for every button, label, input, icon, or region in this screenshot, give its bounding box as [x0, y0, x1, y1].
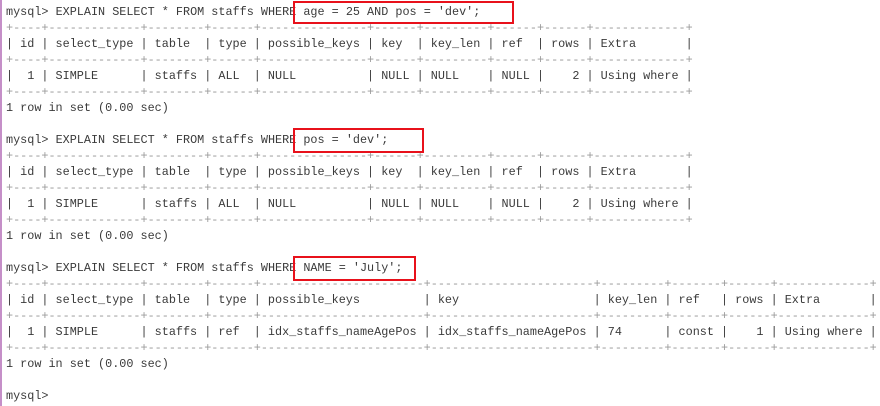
table-header-row: | id | select_type | table | type | poss… [6, 293, 877, 307]
blank-line [6, 244, 877, 260]
highlight-box-query-2 [293, 128, 424, 153]
table-border: +----+-------------+--------+------+----… [6, 277, 877, 291]
where-condition: pos = 'dev'; [303, 133, 389, 147]
result-footer: 1 row in set (0.00 sec) [6, 229, 169, 243]
table-row: | 1 | SIMPLE | staffs | ref | idx_staffs… [6, 325, 877, 339]
where-condition: age = 25 AND pos = 'dev'; [303, 5, 481, 19]
command-prefix: EXPLAIN SELECT * FROM staffs WHERE [55, 5, 304, 19]
table-border: +----+-------------+--------+------+----… [6, 181, 693, 195]
prompt: mysql> [6, 133, 56, 147]
command-prefix: EXPLAIN SELECT * FROM staffs WHERE [55, 261, 304, 275]
command-line: mysql> EXPLAIN SELECT * FROM staffs WHER… [6, 260, 877, 276]
table-row: | 1 | SIMPLE | staffs | ALL | NULL | NUL… [6, 69, 693, 83]
prompt: mysql> [6, 5, 56, 19]
command-line: mysql> EXPLAIN SELECT * FROM staffs WHER… [6, 132, 877, 148]
table-border: +----+-------------+--------+------+----… [6, 213, 693, 227]
command-prefix: EXPLAIN SELECT * FROM staffs WHERE [55, 133, 304, 147]
result-footer: 1 row in set (0.00 sec) [6, 101, 169, 115]
highlight-box-query-3 [293, 256, 416, 281]
result-footer: 1 row in set (0.00 sec) [6, 357, 169, 371]
command-line: mysql> EXPLAIN SELECT * FROM staffs WHER… [6, 4, 877, 20]
table-row: | 1 | SIMPLE | staffs | ALL | NULL | NUL… [6, 197, 693, 211]
table-border: +----+-------------+--------+------+----… [6, 85, 693, 99]
table-header-row: | id | select_type | table | type | poss… [6, 165, 693, 179]
blank-line [6, 372, 877, 388]
window-edge [0, 0, 2, 406]
blank-line [6, 116, 877, 132]
prompt: mysql> [6, 261, 56, 275]
where-condition: NAME = 'July'; [303, 261, 403, 275]
table-border: +----+-------------+--------+------+----… [6, 309, 877, 323]
table-border: +----+-------------+--------+------+----… [6, 149, 693, 163]
table-border: +----+-------------+--------+------+----… [6, 21, 693, 35]
final-prompt[interactable]: mysql> [6, 389, 56, 403]
table-header-row: | id | select_type | table | type | poss… [6, 37, 693, 51]
table-border: +----+-------------+--------+------+----… [6, 341, 877, 355]
table-border: +----+-------------+--------+------+----… [6, 53, 693, 67]
terminal-output[interactable]: mysql> EXPLAIN SELECT * FROM staffs WHER… [6, 4, 877, 404]
highlight-box-query-1 [293, 1, 514, 24]
